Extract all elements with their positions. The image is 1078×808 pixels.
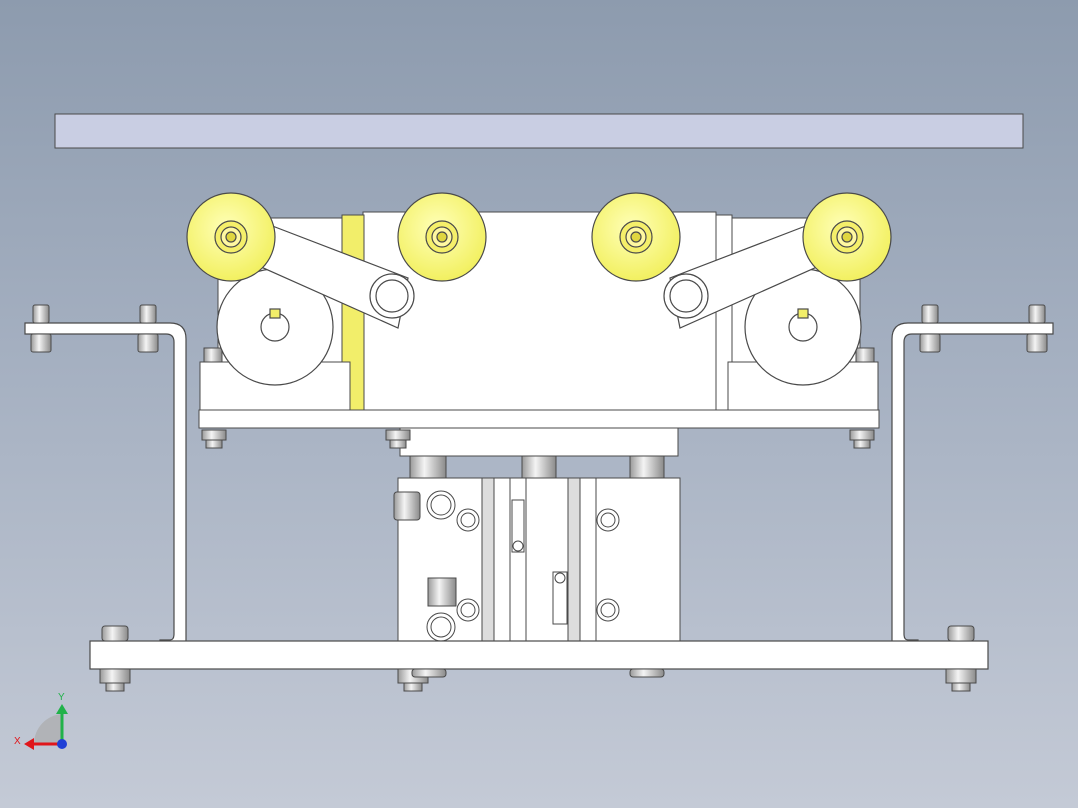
roller-wheel-2 [397, 192, 487, 282]
roller-wheel-4 [802, 192, 892, 282]
axis-label-y: Y [58, 692, 65, 703]
idler-roller-right [744, 268, 862, 386]
top-panel [54, 113, 1024, 149]
roller-wheel-3 [591, 192, 681, 282]
plate-bolts [201, 347, 875, 449]
pivot-arm-left [249, 221, 415, 329]
base-plate [89, 640, 989, 670]
axis-label-x: X [14, 736, 21, 747]
bracket-bolts [30, 304, 1048, 353]
mounting-bracket-left [24, 322, 187, 651]
axis-triad: Y X [14, 692, 68, 750]
pivot-arm-right [663, 221, 829, 329]
idler-roller-left [216, 268, 334, 386]
base-bolts [99, 625, 977, 692]
pneumatic-cylinder [393, 455, 681, 653]
mounting-bracket-right [891, 322, 1054, 651]
roller-wheel-1 [186, 192, 276, 282]
